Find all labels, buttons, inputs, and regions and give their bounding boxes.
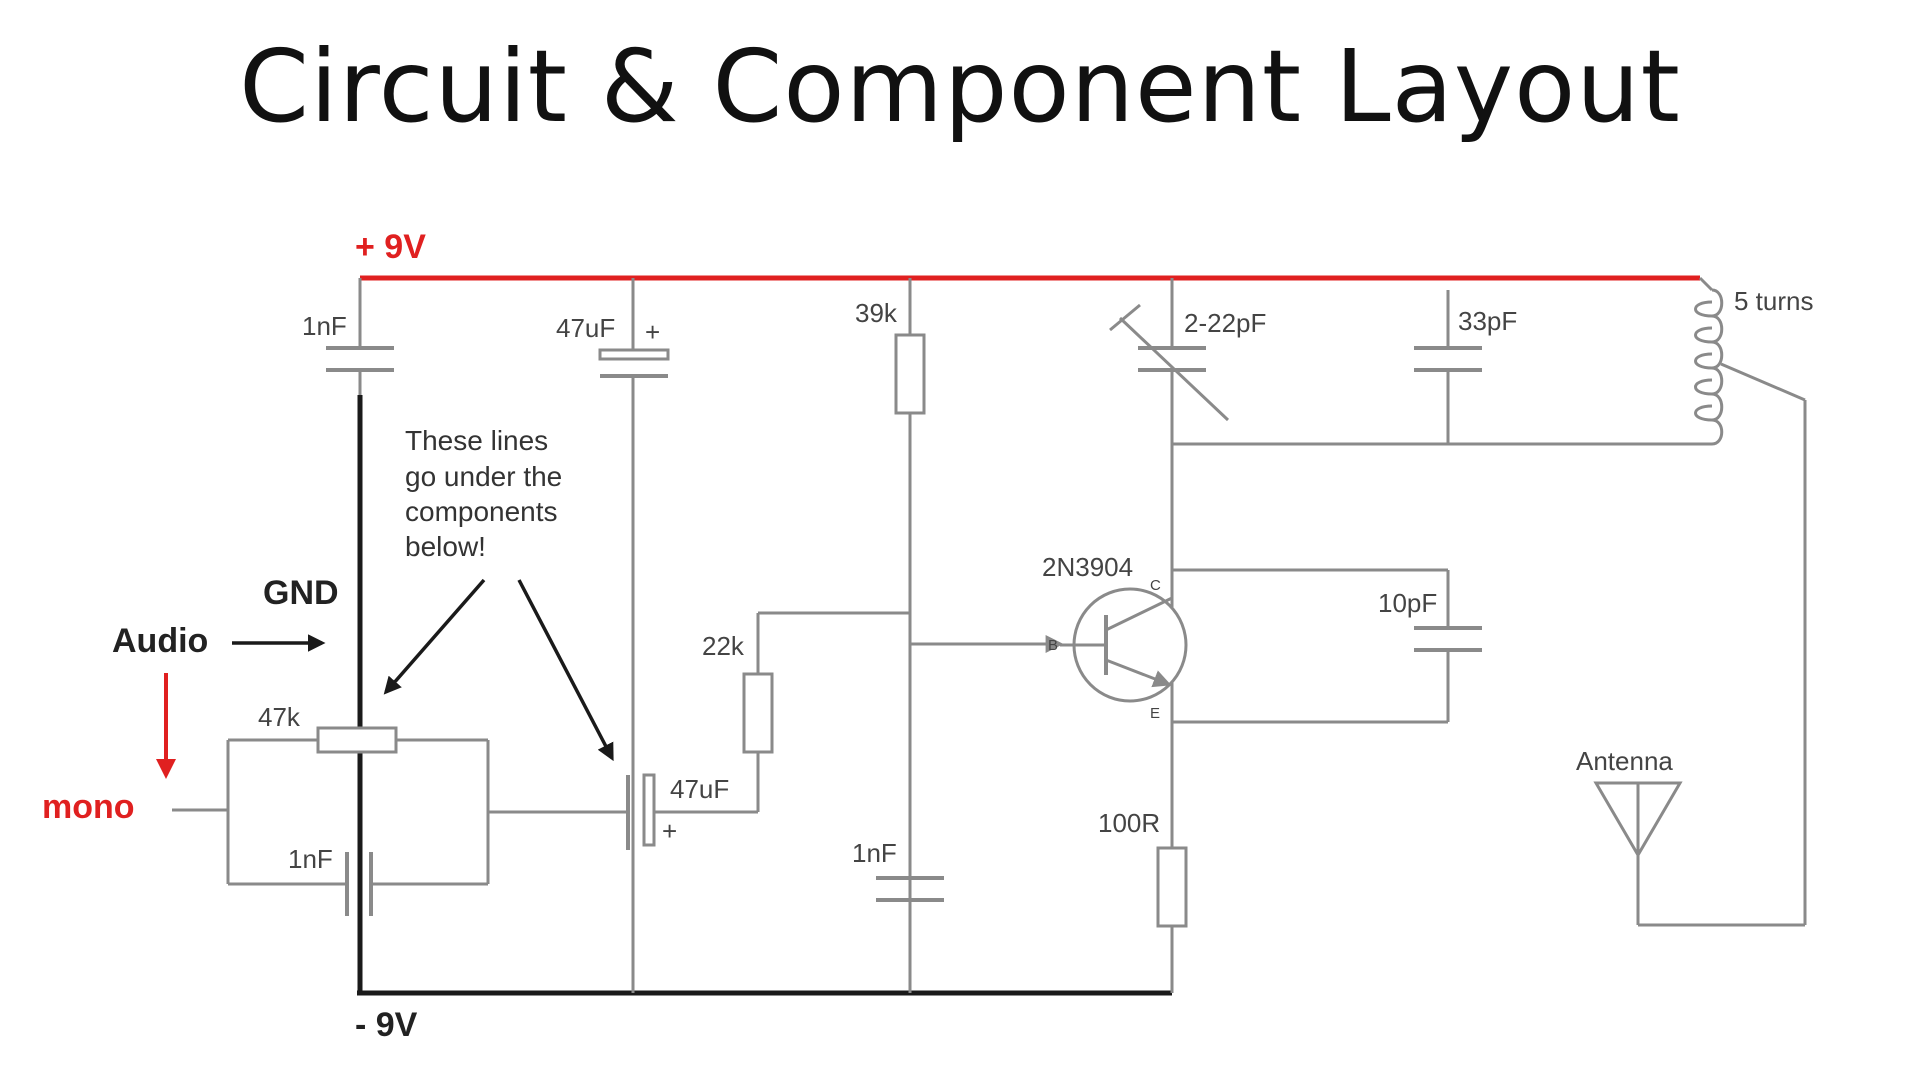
capacitor-47uf-top-label: 47uF xyxy=(556,313,615,343)
capacitor-47uf-coupling-label: 47uF xyxy=(670,774,729,804)
resistor-22k xyxy=(654,613,774,814)
negative-rail-label: - 9V xyxy=(355,1006,418,1044)
gnd-label: GND xyxy=(263,574,339,612)
capacitor-47uf-coupling-plus: + xyxy=(662,816,677,846)
capacitor-47uf-top-plus: + xyxy=(645,317,660,347)
capacitor-1nf-bottom-label: 1nF xyxy=(852,838,897,868)
input-network xyxy=(172,726,490,916)
note-line-4: below! xyxy=(405,531,486,562)
capacitor-1nf-top-label: 1nF xyxy=(302,311,347,341)
pin-b-label: B xyxy=(1048,637,1058,654)
resistor-39k xyxy=(894,278,926,993)
note-line-1: These lines xyxy=(405,425,548,456)
capacitor-1nf-top xyxy=(326,278,394,395)
capacitor-47uf-coupling xyxy=(488,773,656,850)
mono-label: mono xyxy=(42,788,135,826)
resistor-100r xyxy=(1156,846,1188,993)
coil-label: 5 turns xyxy=(1734,286,1814,316)
transistor-2n3904 xyxy=(1060,587,1188,703)
capacitor-47uf-top xyxy=(598,278,670,993)
trimmer-capacitor-label: 2-22pF xyxy=(1184,308,1266,338)
antenna xyxy=(1593,400,1807,927)
capacitor-1nf-bottom xyxy=(876,876,944,902)
note-line-3: components xyxy=(405,496,558,527)
resistor-39k-label: 39k xyxy=(855,298,898,328)
page-title: Circuit & Component Layout xyxy=(239,28,1681,145)
antenna-label: Antenna xyxy=(1576,746,1673,776)
note-arrow-right xyxy=(517,579,614,762)
resistor-100r-label: 100R xyxy=(1098,808,1160,838)
capacitor-10pf xyxy=(1172,568,1482,724)
capacitor-33pf xyxy=(1414,290,1482,444)
note-arrow-left xyxy=(383,578,486,695)
transistor-label: 2N3904 xyxy=(1042,552,1133,582)
resistor-22k-label: 22k xyxy=(702,631,745,661)
capacitor-33pf-label: 33pF xyxy=(1458,306,1517,336)
coil-inductor xyxy=(1694,276,1806,446)
capacitor-1nf-input-label: 1nF xyxy=(288,844,333,874)
audio-label: Audio xyxy=(112,622,208,660)
pin-e-label: E xyxy=(1150,705,1160,722)
note-text: These lines go under the components belo… xyxy=(405,425,562,562)
pin-c-label: C xyxy=(1150,577,1161,594)
trimmer-capacitor xyxy=(1109,278,1230,444)
note-line-2: go under the xyxy=(405,461,562,492)
resistor-47k-label: 47k xyxy=(258,702,301,732)
positive-rail-label: + 9V xyxy=(355,228,426,266)
capacitor-10pf-label: 10pF xyxy=(1378,588,1437,618)
